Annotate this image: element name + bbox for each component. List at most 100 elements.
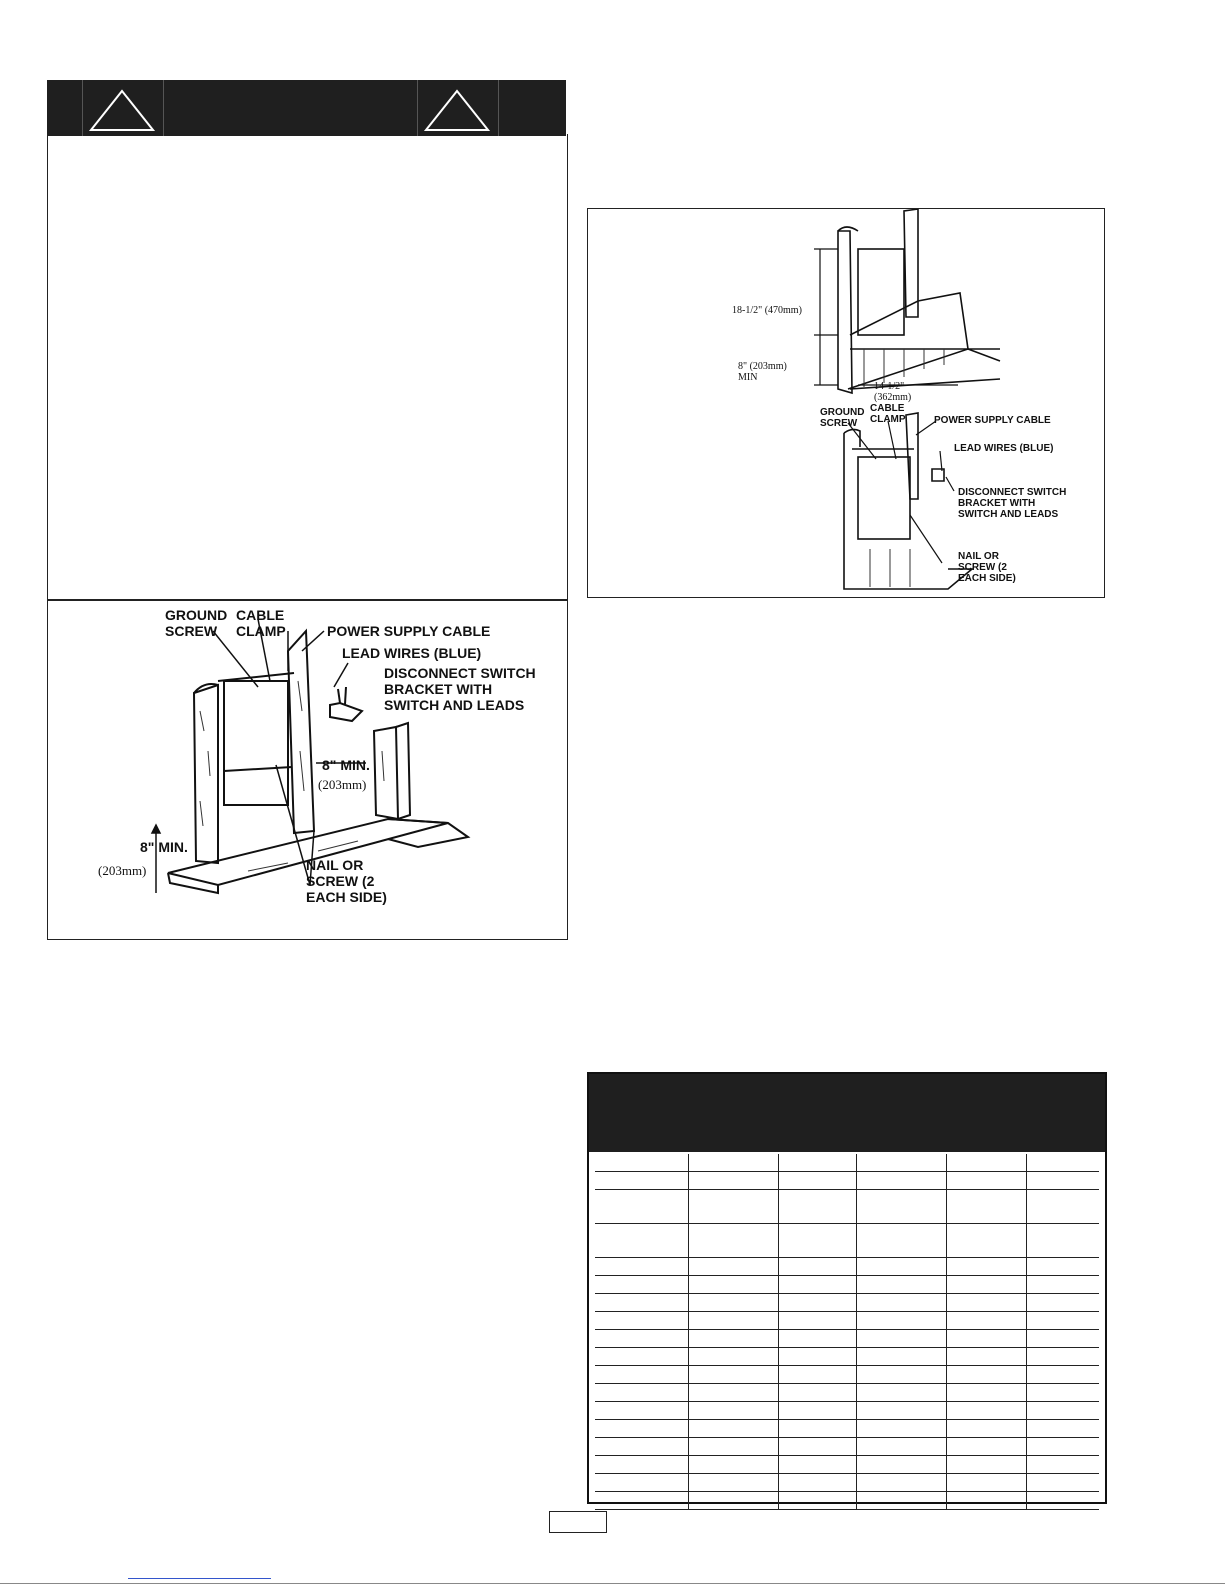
table-cell [779, 1312, 857, 1329]
nail-or-screw-label: NAIL OR SCREW (2 EACH SIDE) [306, 857, 387, 905]
table-cell [689, 1420, 779, 1437]
table-cell [595, 1172, 689, 1189]
table-cell [857, 1438, 947, 1455]
ground-screw-label: GROUND SCREW [820, 407, 865, 429]
footer-rule [0, 1583, 1225, 1584]
table-cell [689, 1474, 779, 1491]
table-cell [1027, 1492, 1099, 1509]
table-cell [947, 1402, 1027, 1419]
banner-divider [82, 80, 83, 136]
table-cell [1027, 1384, 1099, 1401]
table-row [595, 1420, 1099, 1438]
table-cell [779, 1474, 857, 1491]
table-cell [689, 1258, 779, 1275]
table-cell [947, 1312, 1027, 1329]
table-row [595, 1294, 1099, 1312]
table-cell [1027, 1330, 1099, 1347]
table-row [595, 1438, 1099, 1456]
table-cell [947, 1172, 1027, 1189]
table-cell [779, 1190, 857, 1223]
table-row [595, 1258, 1099, 1276]
table-cell [595, 1224, 689, 1257]
table-cell [857, 1276, 947, 1293]
table-cell [779, 1258, 857, 1275]
table-cell [947, 1190, 1027, 1223]
table-cell [689, 1348, 779, 1365]
table-cell [1027, 1348, 1099, 1365]
footer-link[interactable] [128, 1578, 271, 1579]
table-cell [947, 1456, 1027, 1473]
table-cell [595, 1258, 689, 1275]
power-supply-cable-label: POWER SUPPLY CABLE [327, 623, 491, 639]
table-header [589, 1074, 1105, 1152]
table-row [595, 1402, 1099, 1420]
table-cell [595, 1402, 689, 1419]
table-cell [689, 1330, 779, 1347]
table-cell [947, 1330, 1027, 1347]
table-cell [947, 1492, 1027, 1509]
table-cell [779, 1438, 857, 1455]
table-cell [595, 1276, 689, 1293]
table-cell [1027, 1312, 1099, 1329]
specification-table [587, 1072, 1107, 1510]
table-row [595, 1154, 1099, 1172]
table-cell [857, 1172, 947, 1189]
table-cell [947, 1276, 1027, 1293]
warning-triangle-icon [423, 89, 491, 131]
warning-triangle-icon [88, 89, 156, 131]
table-row [595, 1366, 1099, 1384]
table-cell [779, 1492, 857, 1509]
table-cell [689, 1154, 779, 1171]
nail-or-screw-label: NAIL OR SCREW (2 EACH SIDE) [958, 551, 1016, 584]
table-cell [689, 1276, 779, 1293]
banner-divider [163, 80, 164, 136]
table-cell [857, 1348, 947, 1365]
table-cell [689, 1492, 779, 1509]
framing-drawing [150, 618, 471, 895]
page-number-box [549, 1511, 607, 1533]
table-cell [779, 1276, 857, 1293]
table-body [595, 1154, 1099, 1510]
table-row [595, 1190, 1099, 1224]
table-cell [779, 1384, 857, 1401]
table-cell [595, 1456, 689, 1473]
table-cell [1027, 1438, 1099, 1455]
table-cell [595, 1492, 689, 1509]
table-cell [595, 1312, 689, 1329]
table-cell [1027, 1402, 1099, 1419]
table-row [595, 1384, 1099, 1402]
table-cell [1027, 1474, 1099, 1491]
table-cell [779, 1224, 857, 1257]
table-cell [857, 1294, 947, 1311]
table-cell [1027, 1224, 1099, 1257]
table-cell [1027, 1276, 1099, 1293]
table-cell [689, 1384, 779, 1401]
table-cell [689, 1312, 779, 1329]
framing-figure-left: GROUND SCREW CABLE CLAMP POWER SUPPLY CA… [47, 600, 568, 940]
table-cell [1027, 1294, 1099, 1311]
table-cell [689, 1190, 779, 1223]
width-dim-label: 14-1/2" (362mm) [874, 381, 912, 403]
cable-clamp-label: CABLE CLAMP [236, 607, 286, 639]
warning-banner [47, 80, 566, 136]
table-cell [947, 1348, 1027, 1365]
table-cell [779, 1172, 857, 1189]
min-upper-mm-label: (203mm) [318, 777, 367, 792]
table-cell [779, 1402, 857, 1419]
table-cell [857, 1366, 947, 1383]
table-cell [947, 1438, 1027, 1455]
table-row [595, 1348, 1099, 1366]
table-cell [857, 1330, 947, 1347]
min-upper-label: 8" MIN. [322, 757, 370, 773]
table-cell [947, 1366, 1027, 1383]
table-cell [595, 1420, 689, 1437]
table-cell [1027, 1366, 1099, 1383]
table-cell [857, 1154, 947, 1171]
table-cell [857, 1492, 947, 1509]
height-dim-label: 18-1/2" (470mm) [732, 305, 802, 316]
table-cell [947, 1294, 1027, 1311]
opening-drawing [814, 209, 1001, 590]
table-cell [947, 1258, 1027, 1275]
table-cell [689, 1438, 779, 1455]
table-row [595, 1456, 1099, 1474]
